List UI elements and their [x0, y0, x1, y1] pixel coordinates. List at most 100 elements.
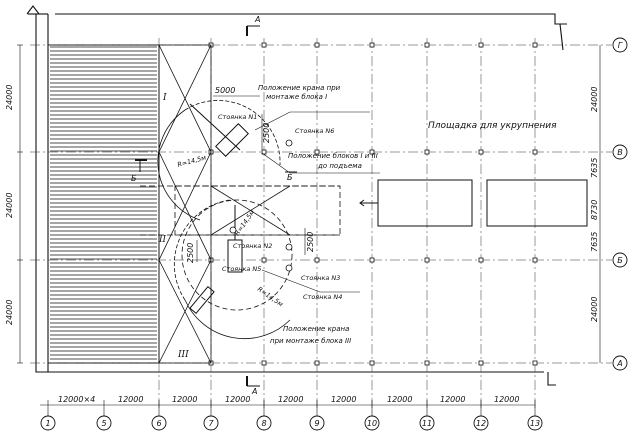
- axis-bubble-label: 12: [476, 419, 486, 428]
- dim-5000: 5000: [215, 86, 235, 95]
- column-node: [261, 149, 267, 155]
- column-node: [369, 257, 375, 263]
- dim-text: 12000: [172, 395, 197, 404]
- axis-bubble-label: 13: [530, 419, 540, 428]
- column-node: [532, 149, 538, 155]
- dim-2500-c: 2500: [306, 232, 315, 252]
- blocks-before-lift-line1: Положение блоков I и III: [288, 152, 378, 160]
- section-marks: [135, 25, 297, 387]
- column-node: [478, 360, 484, 366]
- column-node: [369, 360, 375, 366]
- axis-bubble-label: 11: [422, 419, 432, 428]
- dim-text: 12000×4: [58, 395, 95, 404]
- dim-text: 12000: [331, 395, 356, 404]
- column-node: [424, 360, 430, 366]
- column-node: [532, 42, 538, 48]
- axis-bubble-label: 6: [156, 419, 161, 428]
- block-numeral: III: [177, 350, 189, 360]
- section-bottom-label: А: [251, 387, 257, 396]
- dim-2500-a: 2500: [262, 123, 271, 143]
- column-node: [261, 360, 267, 366]
- right-dim-text: 24000: [590, 87, 599, 112]
- column-node: [478, 149, 484, 155]
- right-dim-text: 8730: [590, 200, 599, 220]
- stop-markers: [229, 139, 293, 272]
- column-node: [369, 42, 375, 48]
- axis-bubble: [612, 252, 628, 268]
- dimension-lines: [17, 44, 601, 406]
- axis-bubble-label: Г: [618, 41, 623, 50]
- column-node: [424, 257, 430, 263]
- axis-bubble: [612, 144, 628, 160]
- column-node: [261, 42, 267, 48]
- stop-4-label: Стоянка N4: [303, 293, 342, 301]
- section-mark-labels: А А Б Б: [131, 15, 293, 396]
- blocks-before-lift-line2: до подъема: [317, 162, 362, 170]
- axis-bubble-label: 5: [101, 419, 106, 428]
- stop-5-label: Стоянка N5: [222, 265, 261, 273]
- assembly-area-label: Площадка для укрупнения: [428, 121, 557, 131]
- stop-3-label: Стоянка N3: [301, 274, 340, 282]
- dim-text: 12000: [387, 395, 412, 404]
- column-node: [424, 149, 430, 155]
- right-dim-text: 7635: [590, 232, 599, 252]
- dim-text: 12000: [440, 395, 465, 404]
- axis-bubble-label: Б: [617, 256, 623, 265]
- column-node: [478, 42, 484, 48]
- axis-bubble: [612, 37, 628, 53]
- left-dim-text: 24000: [5, 300, 14, 325]
- axis-bubble-label: 7: [208, 419, 214, 428]
- crane-pos-1-line2: монтаже блока I: [266, 93, 327, 101]
- block-numerals: I II III: [158, 93, 189, 360]
- column-node: [314, 42, 320, 48]
- dim-text: 12000: [494, 395, 519, 404]
- right-dim-text: 24000: [590, 297, 599, 322]
- radius-1: R=14,5м: [176, 154, 207, 169]
- column-node: [532, 257, 538, 263]
- column-node: [314, 360, 320, 366]
- column-node: [369, 149, 375, 155]
- column-node: [314, 257, 320, 263]
- crane-pos-1-line1: Положение крана при: [258, 84, 341, 92]
- stop-1-label: Стоянка N1: [218, 113, 257, 121]
- axis-bubble-label: 1: [45, 419, 50, 428]
- dimension-texts: 12000×4 12000 12000 12000 12000 12000 12…: [5, 85, 599, 404]
- crane-pos-3-line1: Положение крана: [283, 325, 349, 333]
- x-bracing: [158, 44, 291, 364]
- block-numeral: I: [162, 93, 167, 103]
- column-grid: [30, 38, 612, 410]
- dim-text: 12000: [118, 395, 143, 404]
- column-node: [261, 257, 267, 263]
- crane-swing-radii: [157, 100, 293, 340]
- crane-1: [189, 103, 249, 157]
- radius-2: R=14,5м: [233, 208, 256, 237]
- section-top-label: А: [254, 15, 260, 24]
- section-left-label: Б: [131, 174, 137, 183]
- leader-lines: [254, 111, 380, 293]
- column-node: [532, 360, 538, 366]
- block-outlines: [140, 185, 341, 236]
- block-numeral: II: [158, 235, 167, 245]
- annotation-texts: Положение крана при монтаже блока I Поло…: [176, 84, 557, 345]
- axis-bubble-label: А: [616, 359, 622, 368]
- assembly-blocks: [359, 179, 588, 227]
- axis-bubble-label: В: [617, 148, 623, 157]
- stop-2-label: Стоянка N2: [233, 242, 272, 250]
- existing-building-hatch: [47, 44, 160, 364]
- left-dim-text: 24000: [5, 85, 14, 110]
- left-dim-text: 24000: [5, 193, 14, 218]
- stop-6-label: Стоянка N6: [295, 127, 334, 135]
- axis-bubbles-bottom: 1 5 6 7 8 9 10 11 12 13: [40, 400, 543, 431]
- axis-bubble-label: 8: [261, 419, 266, 428]
- crane-3-boom: [189, 285, 215, 315]
- crane-2: [227, 205, 243, 273]
- column-node: [314, 149, 320, 155]
- dim-text: 12000: [225, 395, 250, 404]
- axis-bubble: [612, 355, 628, 371]
- axis-bubbles-right: Г В Б А: [612, 37, 628, 371]
- axis-bubble-label: 10: [367, 419, 377, 428]
- axis-bubble-label: 9: [314, 419, 319, 428]
- crane-pos-3-line2: при монтаже блока III: [270, 337, 351, 345]
